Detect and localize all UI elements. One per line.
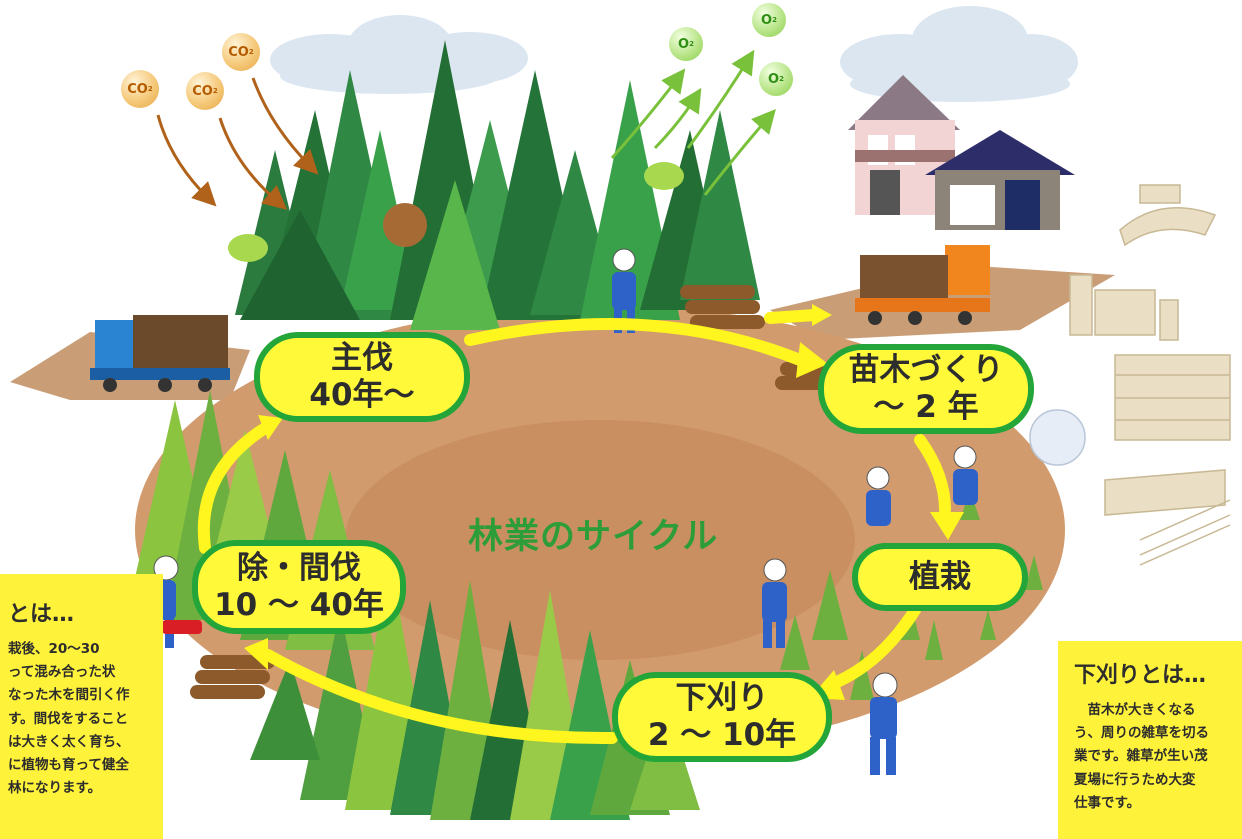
stage-kanbatsu-period: 10 〜 40年	[214, 587, 384, 623]
cycle-arrow-heads	[244, 304, 964, 700]
o2-label: O	[761, 12, 773, 28]
stage-naegi[interactable]: 苗木づくり 〜 2 年	[818, 344, 1034, 434]
kanbatsu-info-body: 栽後、20〜30 って混み合った状 なった木を間引く作 す。間伐をすること は大…	[8, 641, 130, 797]
wood-products	[1029, 184, 1231, 566]
cloud-right	[840, 6, 1078, 102]
shitagari-info-body: 苗木が大きくなる う、周りの雑草を切る 業です。雑草が生い茂 夏場に行うため大変…	[1074, 702, 1209, 811]
co2-subscript: 2	[248, 48, 254, 56]
stage-shubatsu-label: 主伐	[331, 340, 393, 377]
house-gray	[925, 130, 1075, 230]
stage-shitagari[interactable]: 下刈り 2 〜 10年	[612, 672, 832, 762]
co2-subscript: 2	[147, 85, 153, 93]
truck-right	[855, 245, 990, 325]
co2-label: CO	[127, 81, 148, 97]
kanbatsu-info-box: とは… 栽後、20〜30 って混み合った状 なった木を間引く作 す。間伐をするこ…	[0, 574, 163, 839]
stage-naegi-label: 苗木づくり	[848, 352, 1004, 389]
o2-subscript: 2	[779, 75, 784, 83]
o2-arrows	[610, 49, 776, 196]
stage-shitagari-period: 2 〜 10年	[647, 717, 797, 753]
back-forest	[235, 40, 760, 330]
co2-label: CO	[192, 83, 213, 99]
co2-label: CO	[228, 44, 249, 60]
bird-right	[644, 162, 684, 190]
o2-subscript: 2	[689, 40, 694, 48]
kanbatsu-info-title: とは…	[8, 602, 75, 627]
monkey	[383, 203, 427, 247]
log-pile-center	[680, 285, 765, 329]
shitagari-info-box: 下刈りとは… 苗木が大きくなる う、周りの雑草を切る 業です。雑草が生い茂 夏場…	[1058, 641, 1242, 839]
o2-label: O	[678, 36, 690, 52]
co2-subscript: 2	[212, 87, 218, 95]
stage-shokusai[interactable]: 植栽	[852, 543, 1028, 611]
stage-shubatsu-period: 40年〜	[309, 377, 415, 413]
log-pile-left	[190, 655, 275, 699]
stage-kanbatsu-label: 除・間伐	[237, 550, 361, 587]
co2-arrows	[156, 77, 319, 210]
stage-naegi-period: 〜 2 年	[873, 389, 979, 425]
stage-shokusai-label: 植栽	[909, 558, 971, 595]
o2-label: O	[768, 71, 780, 87]
shitagari-info-title: 下刈りとは…	[1074, 663, 1207, 688]
bird-left	[228, 234, 268, 262]
stage-shitagari-label: 下刈り	[675, 680, 769, 717]
stage-kanbatsu[interactable]: 除・間伐 10 〜 40年	[192, 540, 406, 634]
o2-subscript: 2	[772, 16, 777, 24]
stage-shubatsu[interactable]: 主伐 40年〜	[254, 332, 470, 422]
cycle-arrows	[197, 309, 951, 745]
truck-left	[90, 315, 230, 392]
cloud-left	[270, 15, 528, 94]
cycle-title: 林業のサイクル	[468, 517, 719, 557]
